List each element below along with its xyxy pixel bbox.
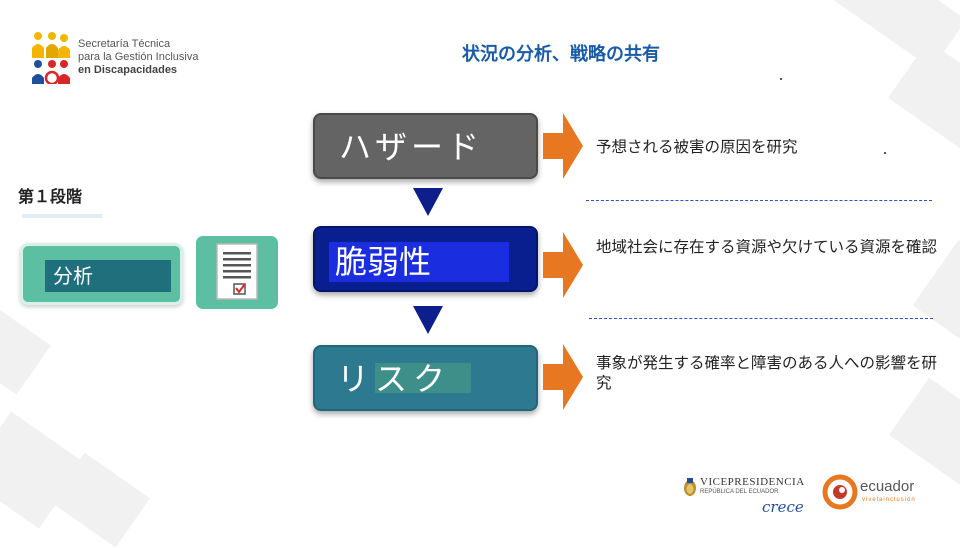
vicepresidencia-logo: VICEPRESIDENCIA REPÚBLICA DEL ECUADOR cr… <box>682 476 812 521</box>
step-hazard-description: 予想される被害の原因を研究 <box>596 138 798 156</box>
orange-right-arrow-icon <box>543 113 583 179</box>
people-icon <box>32 32 70 84</box>
orange-right-arrow-icon <box>543 344 583 410</box>
stray-dot <box>884 152 886 154</box>
background-shape <box>888 40 960 150</box>
org-name-line2: para la Gestión Inclusiva <box>78 51 199 63</box>
document-card <box>196 236 278 309</box>
org-name-line1: Secretaría Técnica <box>78 38 171 50</box>
analysis-label: 分析 <box>45 260 171 292</box>
org-name-line3: en Discapacidades <box>78 64 178 76</box>
stage-underline <box>22 214 102 218</box>
down-arrow-icon <box>413 188 443 216</box>
risk-label-highlight <box>375 363 471 393</box>
stray-dot <box>780 78 782 80</box>
step-hazard-label: ハザード <box>339 128 484 166</box>
down-arrow-icon <box>413 306 443 334</box>
analysis-card: 分析 <box>20 243 183 305</box>
ecuador-name: ecuador <box>860 478 915 495</box>
vp-name: VICEPRESIDENCIA <box>700 476 805 488</box>
ecuador-subtitle: vivelainclusión <box>862 497 916 503</box>
separator-line <box>586 200 932 201</box>
slide-title: 状況の分析、戦略の共有 <box>462 44 660 65</box>
checklist-document-icon <box>216 243 258 300</box>
step-vulnerability-box: 脆弱性 <box>313 226 538 292</box>
step-risk-label: リスク <box>337 360 452 398</box>
step-risk-box: リスク <box>313 345 538 411</box>
ecuador-swirl-icon <box>822 474 858 510</box>
stage-label: 第１段階 <box>18 187 83 206</box>
orange-right-arrow-icon <box>543 232 583 298</box>
coat-of-arms-icon <box>684 478 696 496</box>
separator-line <box>589 318 933 319</box>
step-hazard-box: ハザード <box>313 113 538 179</box>
step-vulnerability-label: 脆弱性 <box>329 242 509 282</box>
ecuador-logo: ecuador vivelainclusión <box>822 474 932 514</box>
vp-slogan: crece <box>762 498 804 516</box>
vp-country: REPÚBLICA DEL ECUADOR <box>700 489 779 495</box>
step-vulnerability-description: 地域社会に存在する資源や欠けている資源を確認 <box>596 238 938 256</box>
agency-logo: Secretaría Técnica para la Gestión Inclu… <box>30 30 230 90</box>
step-risk-description: 事象が発生する確率と障害のある人への影響を研究 <box>596 354 938 392</box>
background-shape <box>0 305 51 395</box>
